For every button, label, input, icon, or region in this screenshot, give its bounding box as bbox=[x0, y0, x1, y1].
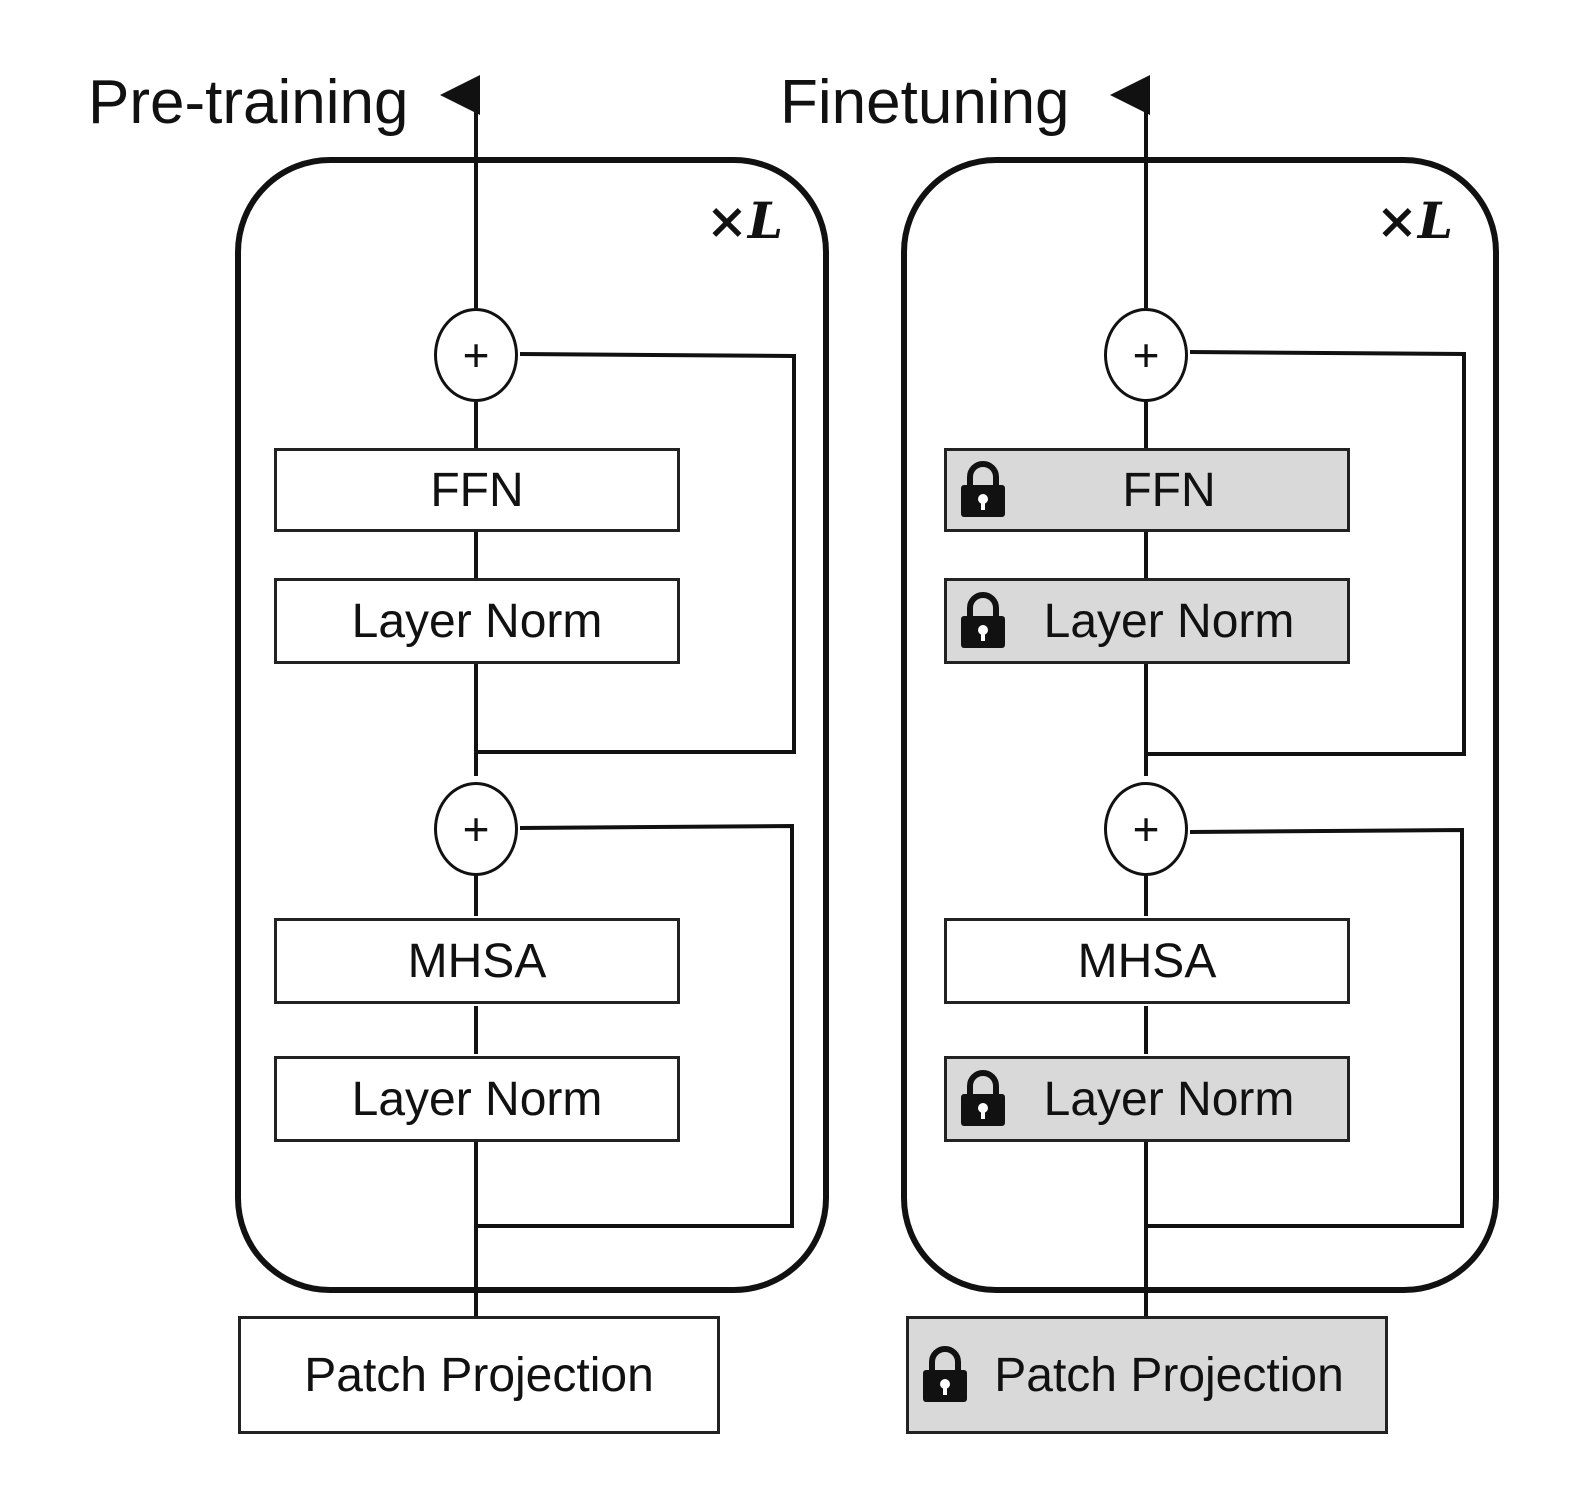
lock-icon bbox=[923, 1346, 967, 1402]
right-residual-add-bottom: + bbox=[1104, 782, 1188, 876]
left-residual-add-top: + bbox=[434, 308, 518, 402]
block-label: Patch Projection bbox=[304, 1348, 654, 1402]
right-layernorm-2-block: Layer Norm bbox=[944, 578, 1350, 664]
plus-symbol: + bbox=[1132, 329, 1160, 381]
right-layer-outline bbox=[901, 157, 1499, 1293]
left-panel-lines bbox=[235, 75, 829, 1316]
panel-title-pretraining: Pre-training bbox=[88, 68, 409, 137]
right-repeat-label: ×L bbox=[1376, 191, 1454, 250]
block-label: MHSA bbox=[1077, 934, 1217, 988]
left-layer-outline bbox=[235, 157, 829, 1293]
block-label: FFN bbox=[1122, 463, 1216, 517]
left-residual-add-bottom: + bbox=[434, 782, 518, 876]
left-layernorm-2-block: Layer Norm bbox=[274, 578, 680, 664]
right-mhsa-block: MHSA bbox=[944, 918, 1350, 1004]
panel-title-finetuning: Finetuning bbox=[780, 68, 1070, 137]
right-residual-add-top: + bbox=[1104, 308, 1188, 402]
left-ffn-block: FFN bbox=[274, 448, 680, 532]
block-label: Patch Projection bbox=[994, 1348, 1344, 1402]
left-residual-2 bbox=[476, 352, 796, 754]
left-mhsa-block: MHSA bbox=[274, 918, 680, 1004]
block-label: Layer Norm bbox=[1043, 594, 1295, 648]
left-layernorm-1-block: Layer Norm bbox=[274, 1056, 680, 1142]
right-panel-lines bbox=[901, 75, 1499, 1316]
left-patch-projection-block: Patch Projection bbox=[238, 1316, 720, 1434]
block-label: FFN bbox=[430, 463, 524, 517]
right-ffn-block: FFN bbox=[944, 448, 1350, 532]
lock-icon bbox=[961, 461, 1005, 517]
block-label: Layer Norm bbox=[351, 1072, 603, 1126]
lock-icon bbox=[961, 1070, 1005, 1126]
plus-symbol: + bbox=[462, 329, 490, 381]
plus-symbol: + bbox=[1132, 803, 1160, 855]
plus-symbol: + bbox=[462, 803, 490, 855]
block-label: Layer Norm bbox=[351, 594, 603, 648]
block-label: MHSA bbox=[407, 934, 547, 988]
right-residual-1 bbox=[1146, 827, 1464, 1228]
left-repeat-label: ×L bbox=[706, 191, 784, 250]
left-residual-1 bbox=[476, 823, 794, 1228]
block-label: Layer Norm bbox=[1043, 1072, 1295, 1126]
right-patch-projection-block: Patch Projection bbox=[906, 1316, 1388, 1434]
right-layernorm-1-block: Layer Norm bbox=[944, 1056, 1350, 1142]
right-residual-2 bbox=[1146, 350, 1466, 756]
lock-icon bbox=[961, 592, 1005, 648]
